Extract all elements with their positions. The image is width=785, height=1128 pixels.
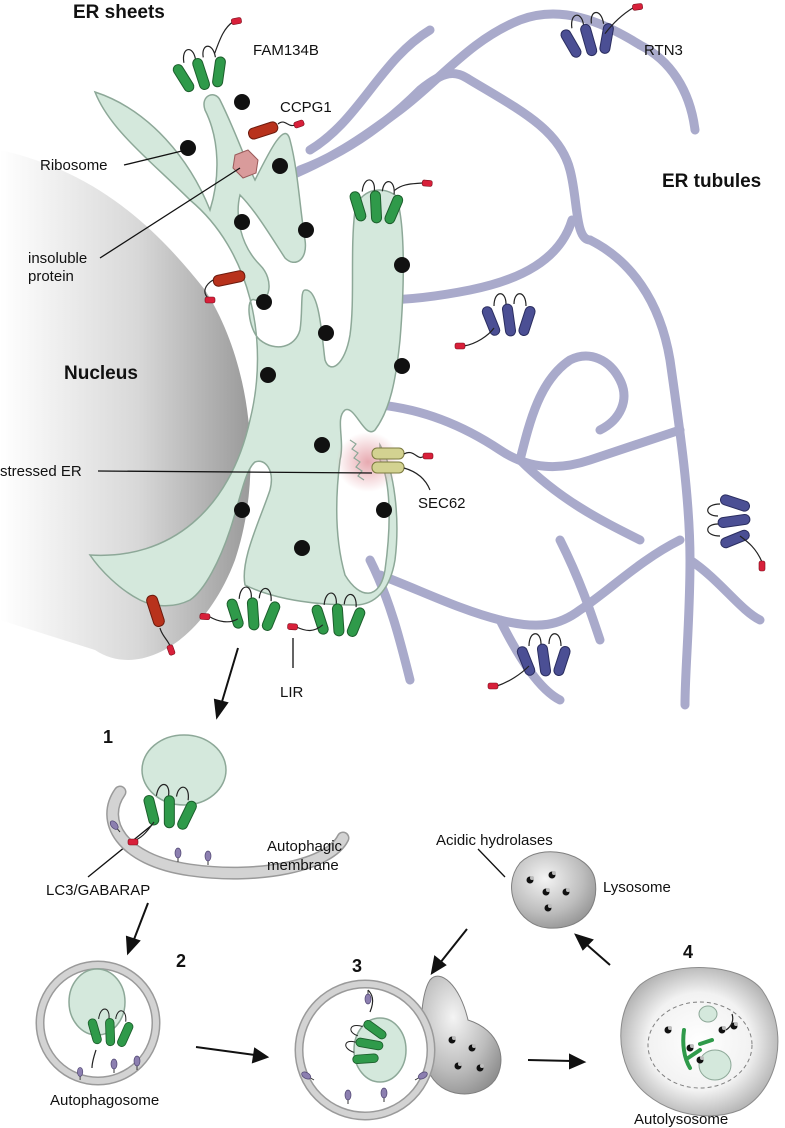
fam134b-receptor-icon xyxy=(345,177,433,227)
ribosome xyxy=(314,437,330,453)
ribosome xyxy=(234,502,250,518)
ribosome xyxy=(376,502,392,518)
ccpg1-receptor-icon xyxy=(146,594,176,657)
label-autophagosome: Autophagosome xyxy=(50,1092,160,1109)
ribosome xyxy=(234,214,250,230)
label-er-sheets: ER sheets xyxy=(73,2,165,23)
er-sheet-lumen xyxy=(88,90,405,607)
label-autolysosome: Autolysosome xyxy=(634,1111,729,1128)
lc3-icon xyxy=(174,847,182,863)
label-autophagic-membrane: Autophagic membrane xyxy=(267,838,343,874)
label-ccpg1: CCPG1 xyxy=(280,99,332,116)
label-fam134b: FAM134B xyxy=(253,42,319,59)
label-ribosome: Ribosome xyxy=(40,157,108,174)
ccpg1-receptor-icon xyxy=(247,119,306,140)
fam134b-receptor-icon xyxy=(168,16,243,97)
label-step-3: 3 xyxy=(352,956,363,976)
rtn3-receptor-icon xyxy=(556,2,644,62)
label-lysosome: Lysosome xyxy=(603,879,671,896)
step4-autolysosome xyxy=(620,967,779,1117)
rtn3-receptor-icon xyxy=(707,493,766,572)
step3-fusion xyxy=(294,975,502,1121)
step2-autophagosome xyxy=(35,960,161,1086)
label-acidic-hydrolases: Acidic hydrolases xyxy=(436,832,553,849)
sec62-receptor-icon xyxy=(371,447,434,491)
er-tubule-network xyxy=(275,9,765,710)
ribosome xyxy=(394,257,410,273)
ribosome xyxy=(180,140,196,156)
ribosome xyxy=(260,367,276,383)
step1-cargo-capture xyxy=(106,734,350,880)
label-stressed-er: stressed ER xyxy=(0,463,82,480)
label-step-2: 2 xyxy=(176,951,187,971)
ribosome xyxy=(234,94,250,110)
ribosomes xyxy=(180,94,410,556)
label-insoluble-protein: insoluble protein xyxy=(28,250,88,285)
label-lc3-gabarap: LC3/GABARAP xyxy=(46,882,151,899)
er-fragment xyxy=(141,734,227,806)
ccpg1-receptor-icon xyxy=(204,270,246,304)
insoluble-protein-icon xyxy=(232,149,259,179)
stressed-er-glow xyxy=(336,432,400,492)
ribosome xyxy=(394,358,410,374)
label-er-tubules: ER tubules xyxy=(662,171,762,192)
rtn3-receptor-icon xyxy=(487,633,572,690)
lc3-icon xyxy=(204,850,212,866)
label-sec62: SEC62 xyxy=(418,495,466,512)
process-arrows xyxy=(125,647,611,1070)
ribosome xyxy=(272,158,288,174)
callout-lines xyxy=(87,149,506,878)
rtn3-receptor-icon xyxy=(454,293,537,350)
ribosome xyxy=(294,540,310,556)
lysosome xyxy=(511,851,597,929)
ribosome xyxy=(318,325,334,341)
label-lir: LIR xyxy=(280,684,304,701)
label-step-4: 4 xyxy=(683,942,694,962)
fam134b-receptor-icon xyxy=(287,591,368,640)
ribosome xyxy=(298,222,314,238)
label-nucleus: Nucleus xyxy=(64,363,138,384)
label-step-1: 1 xyxy=(103,727,114,747)
fam134b-receptor-icon xyxy=(199,585,283,634)
ribosome xyxy=(256,294,272,310)
label-rtn3: RTN3 xyxy=(644,42,683,59)
